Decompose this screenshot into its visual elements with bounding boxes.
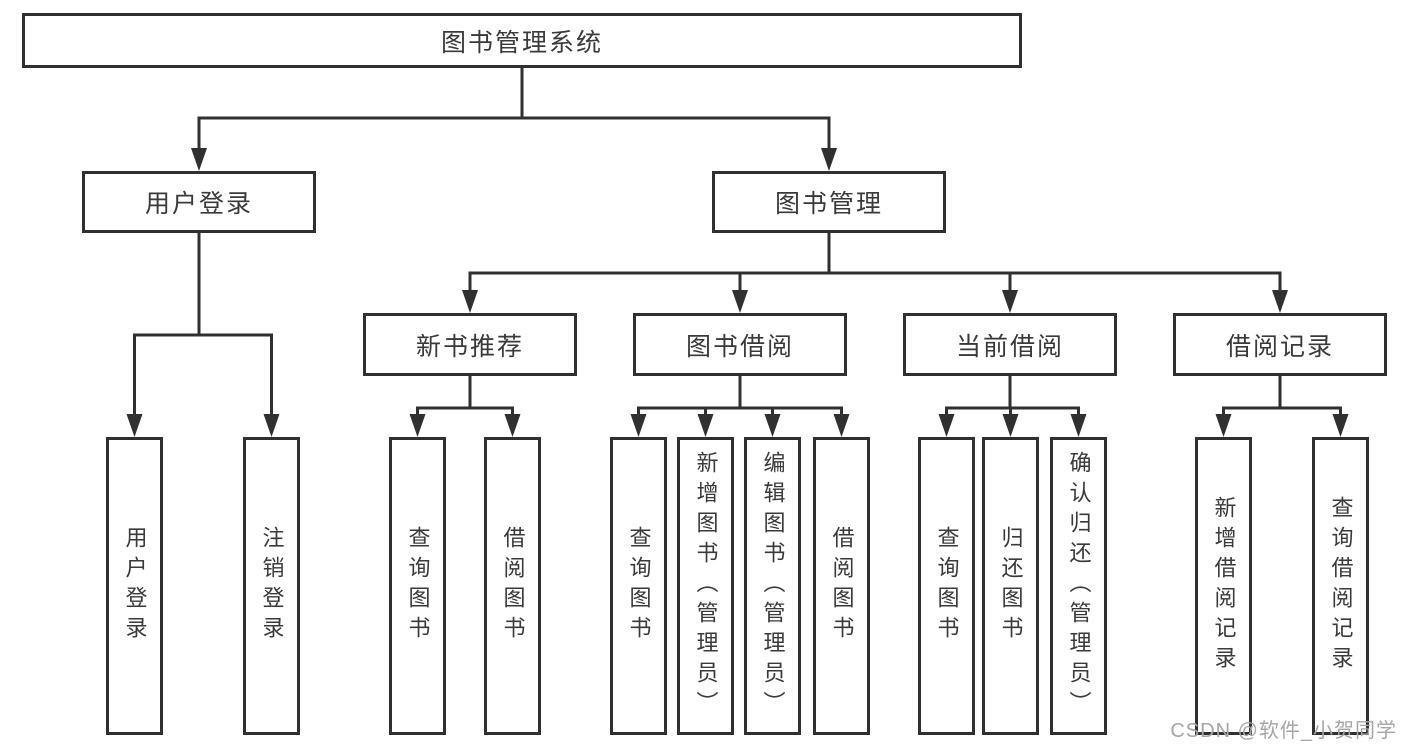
arrowhead-icon [263, 414, 280, 437]
node-label: 图书管理系统 [440, 28, 603, 57]
leaf-label: 编辑图书（管理员） [760, 451, 786, 721]
arrowhead-icon [821, 148, 837, 171]
node-borrow-records: 借阅记录 [1173, 313, 1387, 376]
leaf-add-book-admin: 新增图书（管理员） [677, 437, 734, 735]
csdn-watermark: CSDN @软件_小贺同学 [1170, 720, 1397, 742]
arrowhead-icon [126, 414, 143, 437]
arrowhead-icon [630, 414, 647, 437]
arrowhead-icon [732, 290, 748, 313]
leaf-edit-book-admin: 编辑图书（管理员） [744, 437, 801, 735]
arrowhead-icon [1070, 414, 1087, 437]
leaf-label: 查询图书 [405, 526, 431, 646]
connector-root-to-level2 [191, 66, 837, 171]
leaf-label: 新增借阅记录 [1211, 496, 1237, 676]
connector-user-login-children [126, 231, 280, 437]
node-current-borrow: 当前借阅 [903, 313, 1117, 376]
arrowhead-icon [764, 414, 781, 437]
arrowhead-icon [1332, 414, 1349, 437]
leaf-query-borrow-record: 查询借阅记录 [1312, 437, 1369, 735]
node-user-login: 用户登录 [82, 171, 316, 233]
connector-book-borrow-children [630, 374, 850, 437]
leaf-borrow-book-recommend: 借阅图书 [484, 437, 541, 735]
arrowhead-icon [462, 290, 478, 313]
leaf-label: 查询图书 [626, 526, 652, 646]
leaf-borrow-book: 借阅图书 [813, 437, 870, 735]
node-new-book-recommend: 新书推荐 [363, 313, 577, 376]
leaf-confirm-return-admin: 确认归还（管理员） [1050, 437, 1107, 735]
connector-new-book-recommend-children [409, 374, 521, 437]
arrowhead-icon [191, 148, 207, 171]
node-label: 图书管理 [774, 190, 883, 218]
leaf-label: 用户登录 [122, 526, 148, 646]
node-book-borrow: 图书借阅 [633, 313, 847, 376]
arrowhead-icon [697, 414, 714, 437]
node-label: 用户登录 [144, 190, 253, 218]
leaf-label: 确认归还（管理员） [1066, 451, 1092, 721]
leaf-return-book: 归还图书 [982, 437, 1039, 735]
arrowhead-icon [504, 414, 521, 437]
leaf-query-book-borrow: 查询图书 [610, 437, 667, 735]
node-label: 借阅记录 [1225, 332, 1334, 361]
connector-book-management-to-level3 [462, 231, 1288, 313]
arrowhead-icon [1002, 290, 1018, 313]
leaf-query-book-recommend: 查询图书 [389, 437, 446, 735]
node-label: 新书推荐 [415, 332, 524, 361]
leaf-label: 归还图书 [998, 526, 1024, 646]
leaf-label: 注销登录 [259, 526, 285, 646]
leaf-add-borrow-record: 新增借阅记录 [1195, 437, 1252, 735]
leaf-user-login: 用户登录 [106, 437, 163, 735]
leaf-label: 借阅图书 [500, 526, 526, 646]
node-system-root: 图书管理系统 [22, 13, 1022, 68]
leaf-label: 新增图书（管理员） [693, 451, 719, 721]
leaf-label: 借阅图书 [829, 526, 855, 646]
node-book-management: 图书管理 [712, 171, 946, 233]
connector-borrow-records-children [1215, 374, 1349, 437]
arrowhead-icon [938, 414, 955, 437]
arrowhead-icon [1272, 290, 1288, 313]
node-label: 当前借阅 [955, 332, 1064, 361]
leaf-label: 查询借阅记录 [1328, 496, 1354, 676]
leaf-query-book-current: 查询图书 [918, 437, 975, 735]
arrowhead-icon [1002, 414, 1019, 437]
leaf-logout: 注销登录 [243, 437, 300, 735]
arrowhead-icon [833, 414, 850, 437]
connector-current-borrow-children [938, 374, 1087, 437]
leaf-label: 查询图书 [934, 526, 960, 646]
arrowhead-icon [1215, 414, 1232, 437]
arrowhead-icon [409, 414, 426, 437]
node-label: 图书借阅 [685, 332, 794, 361]
